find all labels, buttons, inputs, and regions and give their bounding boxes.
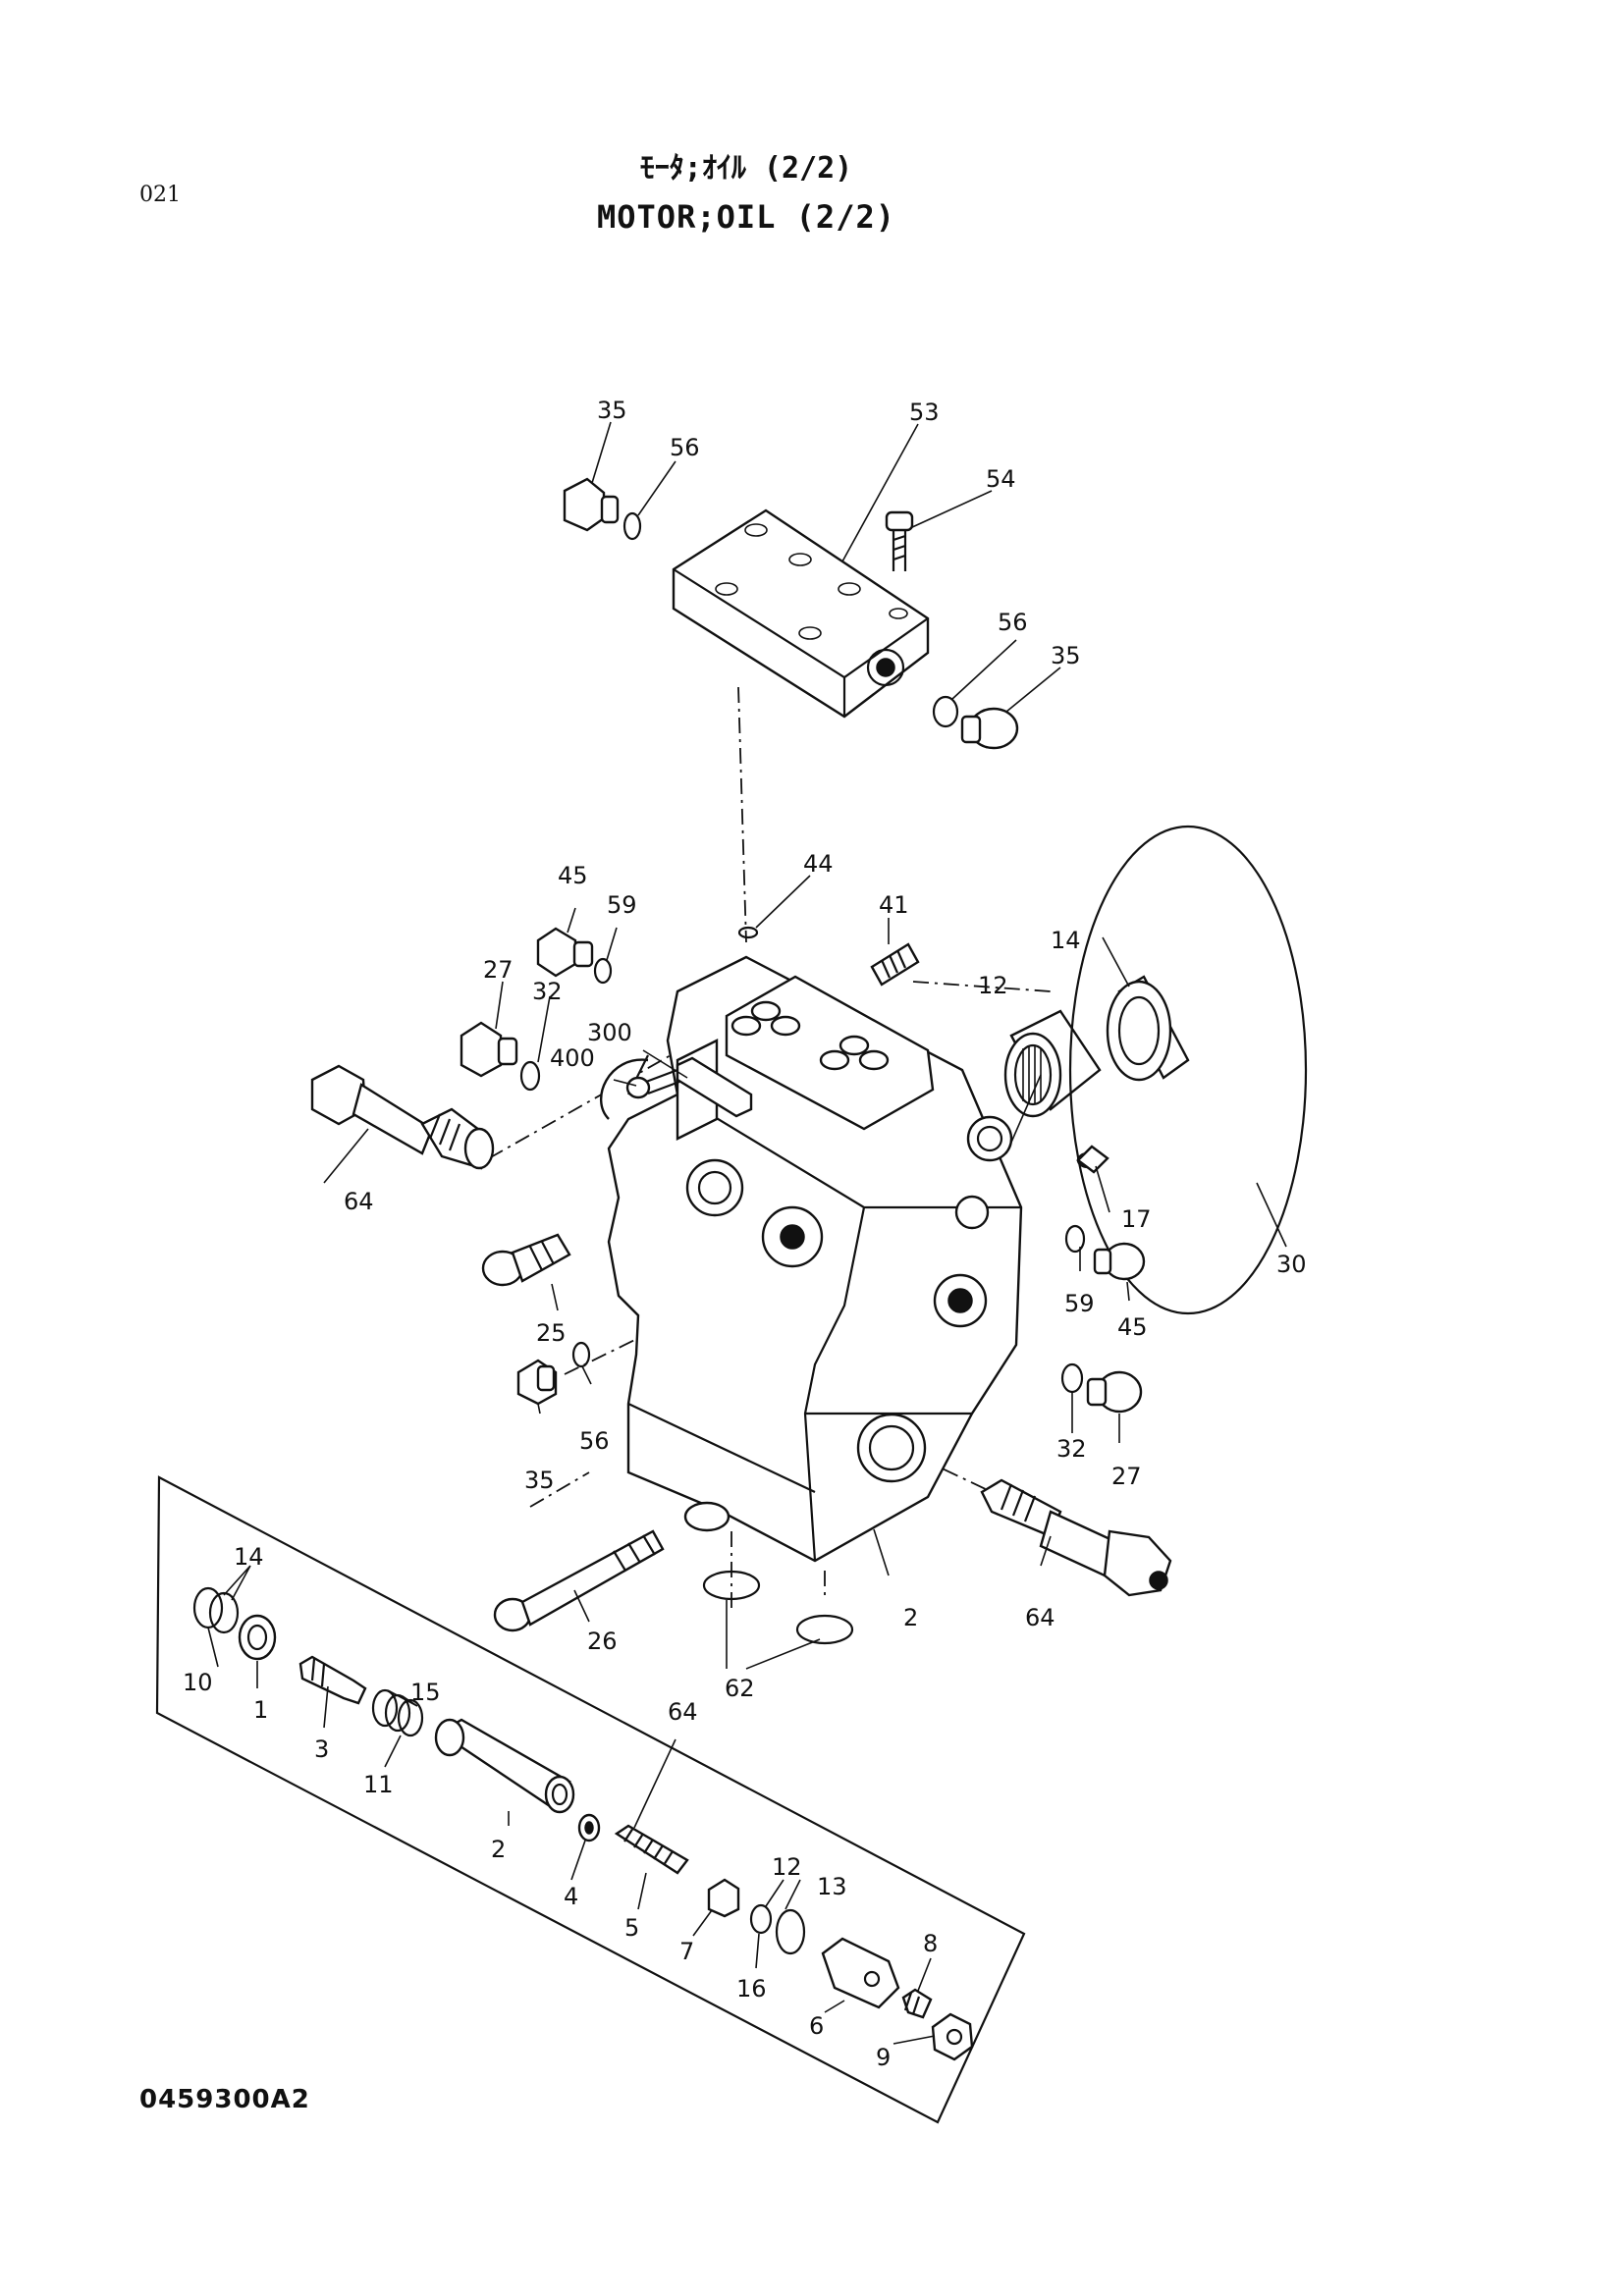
callout-30: 30	[1276, 1251, 1307, 1278]
bearing-12	[1003, 1009, 1102, 1118]
callout-64: 64	[668, 1698, 698, 1726]
callout-59: 59	[1064, 1290, 1095, 1317]
callout-15: 15	[410, 1679, 441, 1706]
o-rings-14-inset	[192, 1586, 240, 1634]
plug-35-top-right	[960, 707, 1019, 750]
relief-valve-64-left	[310, 1064, 495, 1170]
callout-6: 6	[809, 2012, 824, 2040]
callout-12: 12	[772, 1853, 802, 1881]
o-ring-56-left	[571, 1341, 591, 1368]
page-number: 021	[139, 183, 181, 207]
callout-35: 35	[597, 397, 627, 424]
bolt-25	[481, 1233, 571, 1287]
o-ring-56-top-left	[622, 511, 642, 541]
o-ring-62-a	[702, 1570, 761, 1601]
callout-56: 56	[670, 434, 700, 461]
plug-1-inset	[238, 1614, 277, 1661]
callout-53: 53	[909, 399, 940, 426]
o-ring-59-right	[1064, 1224, 1086, 1254]
callout-2: 2	[903, 1604, 918, 1631]
callout-1: 1	[253, 1696, 268, 1724]
screw-8-inset	[901, 1988, 933, 2019]
callout-27: 27	[483, 956, 514, 984]
valve-block-53	[672, 508, 930, 719]
plug-45-right	[1093, 1242, 1146, 1281]
o-ring-56-top-right	[932, 695, 959, 728]
callout-59: 59	[607, 891, 637, 919]
relief-valve-64-right	[980, 1478, 1172, 1597]
spacer-14-right	[1106, 975, 1190, 1082]
plug-35-top-left	[563, 477, 620, 532]
spring-5-inset	[614, 1824, 689, 1875]
callout-5: 5	[624, 1914, 639, 1942]
callout-8: 8	[923, 1930, 938, 1957]
piston-7-inset	[707, 1878, 740, 1918]
center-line-block	[737, 686, 747, 943]
callout-16: 16	[736, 1975, 767, 2002]
callout-64: 64	[1025, 1604, 1055, 1631]
motor-housing-2	[599, 955, 1023, 1563]
callout-400: 400	[550, 1044, 595, 1072]
drawing-code: 0459300A2	[139, 2085, 310, 2114]
callout-27: 27	[1111, 1463, 1142, 1490]
screw-400	[625, 1068, 680, 1099]
callout-44: 44	[803, 850, 834, 878]
callout-56: 56	[998, 609, 1028, 636]
plug-35-left	[516, 1359, 558, 1406]
shim-30	[1068, 825, 1308, 1315]
o-ring-16-inset	[749, 1903, 773, 1935]
callout-10: 10	[183, 1669, 213, 1696]
callout-35: 35	[1051, 642, 1081, 669]
o-ring-62-b	[795, 1614, 854, 1645]
callout-64: 64	[344, 1188, 374, 1215]
callout-62: 62	[725, 1675, 755, 1702]
nut-9-inset	[931, 2012, 974, 2061]
callout-11: 11	[363, 1771, 394, 1798]
callout-13: 13	[817, 1873, 847, 1900]
o-ring-44	[737, 926, 759, 939]
callout-45: 45	[558, 862, 588, 889]
title-japanese: ﾓｰﾀ;ｵｲﾙ (2/2)	[639, 151, 853, 186]
callout-14: 14	[234, 1543, 264, 1571]
spring-41	[870, 942, 920, 987]
callout-17: 17	[1121, 1205, 1152, 1233]
title-english: MOTOR;OIL (2/2)	[597, 198, 895, 236]
ring-4-inset	[577, 1813, 601, 1842]
callout-300: 300	[587, 1019, 632, 1046]
callout-12: 12	[978, 972, 1008, 999]
o-ring-32-upper-left	[519, 1060, 541, 1092]
bolt-26	[493, 1529, 665, 1632]
callout-35: 35	[524, 1467, 555, 1494]
callout-56: 56	[579, 1427, 610, 1455]
callout-32: 32	[1056, 1435, 1087, 1463]
o-ring-13-inset	[775, 1908, 806, 1955]
callout-7: 7	[679, 1938, 694, 1965]
pin-17	[1076, 1145, 1109, 1174]
o-ring-32-right	[1060, 1362, 1084, 1394]
plug-27-upper-left	[460, 1021, 518, 1078]
callout-45: 45	[1117, 1313, 1148, 1341]
callout-3: 3	[314, 1735, 329, 1763]
o-ring-59-upper-left	[593, 957, 613, 985]
poppet-3-inset	[298, 1655, 367, 1705]
callout-54: 54	[986, 465, 1016, 493]
callout-4: 4	[564, 1883, 578, 1910]
callout-9: 9	[876, 2044, 891, 2071]
plug-6-inset	[821, 1937, 900, 2009]
callout-2: 2	[491, 1836, 506, 1863]
callout-26: 26	[587, 1628, 618, 1655]
callout-25: 25	[536, 1319, 567, 1347]
plug-27-right	[1086, 1370, 1143, 1414]
callout-14: 14	[1051, 927, 1081, 954]
bolt-54	[885, 510, 914, 571]
plug-45-upper-left	[536, 927, 594, 978]
sleeve-2-inset	[434, 1718, 575, 1814]
callout-41: 41	[879, 891, 909, 919]
callout-32: 32	[532, 978, 563, 1005]
plate-300	[676, 1056, 753, 1118]
inset-frame	[155, 1475, 1026, 2124]
